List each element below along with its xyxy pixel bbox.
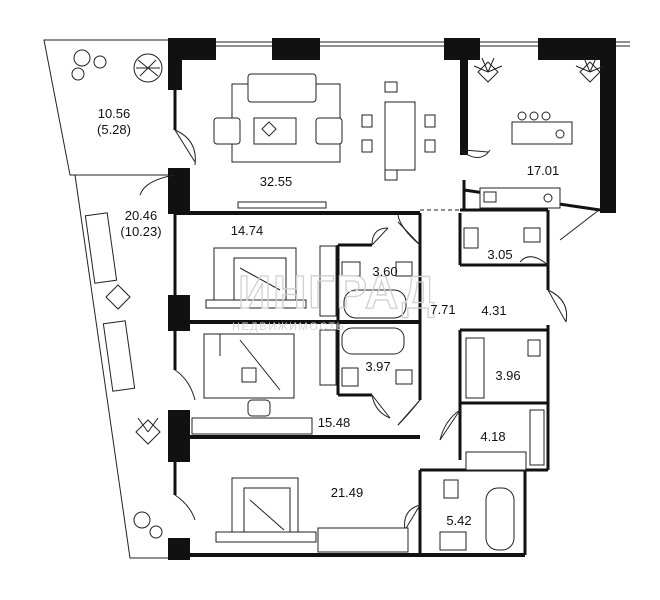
room-area-labels: 10.56(5.28) 32.55 17.01 20.46(10.23) 14.74 3.…	[97, 106, 559, 528]
room-area-label-bedroom-master: 21.49	[331, 485, 364, 500]
room-area-label-living: 32.55	[260, 174, 293, 189]
bath1-fixtures	[341, 261, 413, 319]
room-area-label-laundry: 4.18	[480, 429, 505, 444]
room-area-label-hall: 7.71	[430, 302, 455, 317]
room-area-label-wc: 3.05	[487, 247, 512, 262]
room-area-label-bath-1: 3.60	[372, 264, 397, 279]
room-area-label-closet: 3.96	[495, 368, 520, 383]
bath2-fixtures	[341, 327, 413, 387]
master-furniture	[215, 477, 409, 553]
room-area-label-bath-3: 5.42	[446, 513, 471, 528]
room-area-label-terrace-side: 20.46(10.23)	[120, 208, 161, 239]
room-area-label-bedroom-1: 14.74	[231, 223, 264, 238]
bedroom1-furniture	[205, 245, 337, 317]
room-area-label-bedroom-2: 15.48	[318, 415, 351, 430]
room-area-label-terrace-top: 10.56(5.28)	[97, 106, 131, 137]
kitchen-furniture	[473, 57, 605, 209]
bedroom2-furniture	[191, 329, 337, 435]
watermark-brand: ИНГРАД	[238, 266, 437, 318]
room-area-label-bath-2: 3.97	[365, 359, 390, 374]
brand-watermark: ИНГРАД НЕДВИЖИМОСТЬ	[232, 265, 437, 333]
service-fixtures	[463, 227, 545, 471]
room-area-label-kitchen: 17.01	[527, 163, 560, 178]
doors	[139, 129, 568, 531]
living-furniture	[213, 73, 436, 209]
terrace-furniture	[71, 49, 163, 539]
bath3-fixtures	[439, 479, 515, 551]
watermark-tagline: НЕДВИЖИМОСТЬ	[232, 321, 345, 333]
room-area-label-corridor: 4.31	[481, 303, 506, 318]
